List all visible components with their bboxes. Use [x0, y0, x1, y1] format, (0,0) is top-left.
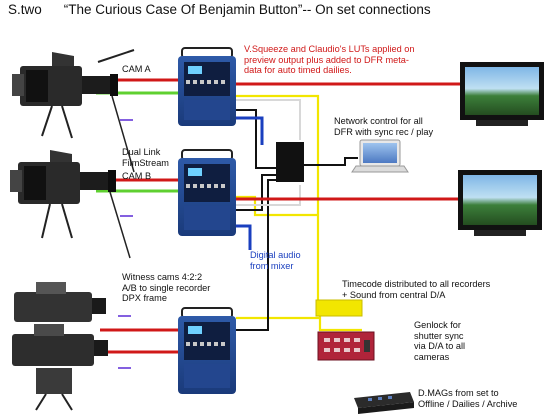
lut-note: V.Squeeze and Claudio's LUTs applied on … — [244, 44, 415, 76]
network-note: Network control for all DFR with sync re… — [334, 116, 434, 137]
timecode-note: Timecode distributed to all recorders + … — [342, 279, 491, 300]
recorder-c — [178, 307, 236, 394]
network-cable-c — [236, 179, 276, 331]
dual-link-label: Dual Link FilmStream — [122, 147, 169, 168]
red-cables — [96, 78, 470, 354]
yellow-cable-genlock — [318, 312, 362, 332]
monitor-b — [458, 170, 542, 236]
camera-b — [10, 150, 131, 259]
genlock-note: Genlock for shutter sync via D/A to all … — [414, 320, 466, 362]
dmag-dock-icon — [354, 392, 414, 408]
network-cable-laptop — [304, 157, 358, 166]
page-title: S.two “The Curious Case Of Benjamin Butto… — [8, 2, 431, 18]
camera-a — [12, 49, 135, 173]
blue-cables — [236, 116, 264, 250]
network-cable-b — [236, 174, 276, 211]
monitor-a — [460, 62, 544, 126]
grey-cable-a — [236, 99, 301, 140]
blue-short-marks — [118, 119, 133, 369]
dmag-note: D.MAGs from set to Offline / Dailies / A… — [418, 388, 518, 409]
witness-cameras — [12, 282, 108, 411]
recorder-a — [178, 47, 236, 126]
network-cables — [236, 109, 358, 331]
grey-cable-b — [236, 185, 301, 206]
blue-cable-audio-a — [236, 116, 264, 145]
timecode-distribution-icon — [315, 299, 363, 317]
film-camera-icon — [14, 292, 92, 322]
timecode-cables — [236, 94, 362, 332]
witness-note: Witness cams 4:2:2 A/B to single recorde… — [122, 272, 211, 304]
network-cable-a — [236, 109, 276, 169]
recorder-b — [178, 149, 236, 236]
network-switch-icon — [276, 142, 304, 182]
cam-b-label: CAM B — [122, 171, 152, 181]
dmag-dock — [354, 392, 414, 414]
film-camera-icon — [52, 52, 74, 66]
yellow-cable-rec-a — [236, 94, 320, 302]
genlock-box — [317, 331, 375, 361]
cam-a-label: CAM A — [122, 64, 151, 74]
digital-audio-note: Digital audio from mixer — [250, 250, 301, 271]
sdi-cables — [236, 99, 301, 206]
laptop — [351, 139, 409, 173]
title-main: “The Curious Case Of Benjamin Button”-- … — [63, 2, 431, 17]
blue-cable-audio-b — [236, 224, 252, 250]
title-prefix: S.two — [8, 2, 42, 17]
